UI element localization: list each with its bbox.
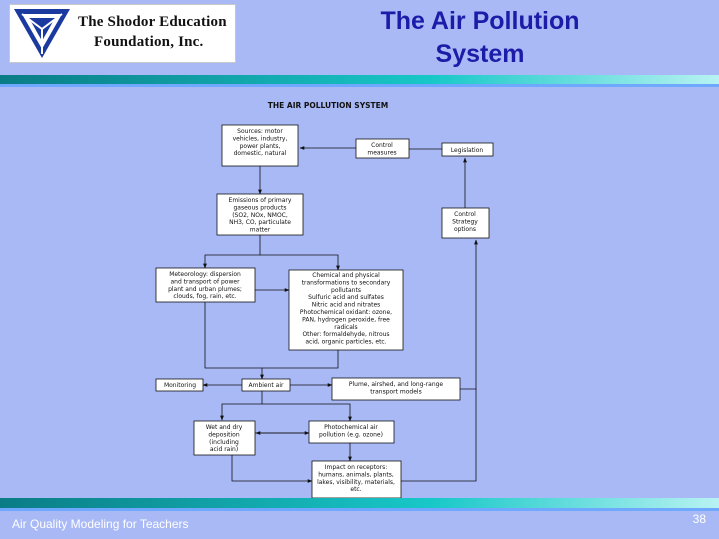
- top-divider-line: [0, 84, 719, 87]
- box-text-line: transport models: [370, 388, 421, 395]
- logo-name-line1: The Shodor Education: [78, 14, 227, 30]
- box-text-line: Sulfuric acid and sulfates: [308, 294, 384, 301]
- box-text-line: Impact on receptors:: [325, 464, 388, 471]
- box-text-line: radicals: [334, 324, 357, 331]
- box-text-line: PAN, hydrogen peroxide, free: [302, 316, 390, 323]
- box-impact-receptors: Impact on receptors:humans, animals, pla…: [317, 464, 395, 493]
- shodor-triangle-logo-icon: [14, 9, 70, 58]
- box-text-line: deposition: [208, 431, 239, 438]
- box-text-line: pollutants: [331, 287, 361, 294]
- box-text-line: Legislation: [451, 147, 484, 154]
- box-text-line: Chemical and physical: [312, 272, 380, 279]
- box-text-line: Control: [371, 142, 393, 149]
- slide-title-line1: The Air Pollution: [380, 7, 580, 35]
- box-text-line: acid rain): [210, 446, 238, 453]
- box-text-line: matter: [250, 227, 271, 234]
- bottom-divider-line: [0, 508, 719, 511]
- footer-course-title: Air Quality Modeling for Teachers: [12, 517, 189, 531]
- box-text-line: pollution (e.g. ozone): [319, 431, 383, 438]
- box-text-line: vehicles, industry,: [233, 135, 288, 142]
- box-text-line: etc.: [350, 486, 361, 493]
- box-text-line: gaseous products: [233, 204, 286, 211]
- slide-title-line2: System: [435, 40, 525, 68]
- logo-name-line2: Foundation, Inc.: [94, 34, 204, 50]
- box-text-line: Photochemical air: [324, 424, 378, 431]
- box-text-line: lakes, visibility, materials,: [317, 479, 395, 486]
- diagram-connectors: [202, 146, 478, 483]
- diagram-box-frames: [155, 124, 494, 499]
- box-text-line: Wet and dry: [206, 424, 243, 431]
- box-text-line: acid, organic particles, etc.: [305, 339, 386, 346]
- box-monitoring: Monitoring: [164, 382, 196, 389]
- box-text-line: humans, animals, plants,: [318, 471, 394, 478]
- box-text-line: transformations to secondary: [302, 279, 391, 286]
- bottom-divider-band: [0, 498, 719, 508]
- box-text-line: plant and urban plumes;: [168, 286, 242, 293]
- box-text-line: Sources: motor: [237, 128, 283, 135]
- box-ambient-air: Ambient air: [249, 382, 285, 389]
- box-text-line: Meteorology: dispersion: [169, 271, 241, 278]
- shodor-logo: The Shodor Education Foundation, Inc.: [9, 4, 236, 63]
- box-text-line: (SO2, NOx, NMOC,: [232, 212, 288, 219]
- box-text-line: Nitric acid and nitrates: [312, 302, 381, 309]
- slide-title: The Air Pollution System: [300, 5, 660, 71]
- box-text-line: Other: formaldehyde, nitrous: [302, 331, 389, 338]
- box-text-line: Emissions of primary: [229, 197, 292, 204]
- box-text-line: Photochemical oxidant: ozone,: [300, 309, 392, 316]
- box-text-line: power plants,: [240, 143, 281, 150]
- diagram-title: THE AIR POLLUTION SYSTEM: [268, 101, 388, 110]
- box-text-line: measures: [367, 149, 396, 156]
- box-text-line: and transport of power: [170, 278, 240, 285]
- box-text-line: domestic, natural: [234, 150, 287, 157]
- box-text-line: clouds, fog, rain, etc.: [173, 293, 236, 300]
- box-text-line: Monitoring: [164, 382, 196, 389]
- box-legislation: Legislation: [451, 147, 484, 154]
- box-text-line: Plume, airshed, and long-range: [349, 381, 444, 388]
- box-text-line: NH3, CO, particulate: [229, 219, 291, 226]
- box-text-line: Control: [454, 211, 476, 218]
- slide-page-number: 38: [692, 512, 706, 526]
- box-text-line: Strategy: [452, 218, 478, 225]
- box-text-line: options: [454, 226, 476, 233]
- box-text-line: (including: [209, 439, 239, 446]
- top-divider-band: [0, 75, 719, 84]
- box-text-line: Ambient air: [249, 382, 285, 389]
